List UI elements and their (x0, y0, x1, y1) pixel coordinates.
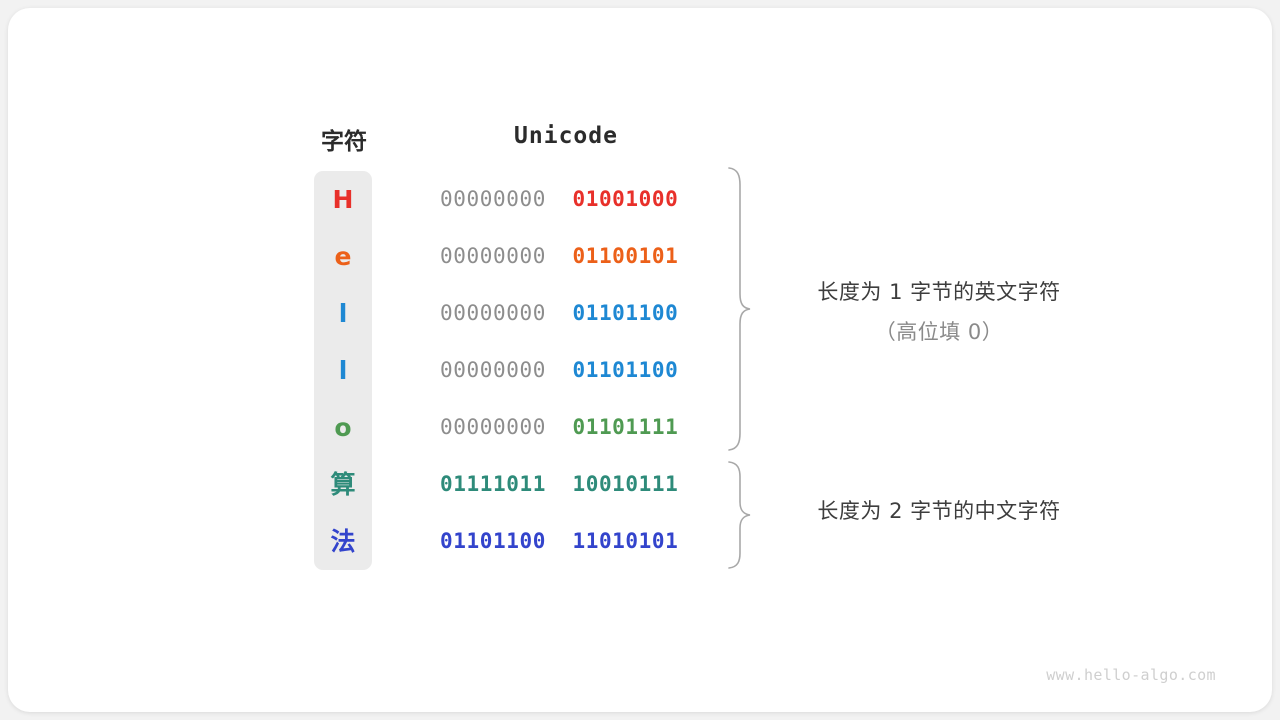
row-high-byte: 00000000 (440, 187, 546, 211)
row-unicode-bits: 00000000 01101100 (440, 342, 694, 399)
annotation-one-byte-line1: 长度为 1 字节的英文字符 (817, 280, 1061, 304)
row-unicode-bits: 01111011 10010111 (440, 456, 694, 513)
row-character: 法 (330, 527, 356, 556)
row-high-byte: 01101100 (440, 529, 546, 553)
row-high-byte: 00000000 (440, 244, 546, 268)
row-character: l (338, 299, 348, 328)
row-unicode-bits: 01101100 11010101 (440, 513, 694, 570)
row-high-byte: 00000000 (440, 301, 546, 325)
annotation-one-byte-line2: （高位填 0） (874, 320, 1004, 344)
row-high-byte: 00000000 (440, 358, 546, 382)
row-low-byte: 01101100 (572, 358, 679, 382)
row-low-byte: 10010111 (572, 472, 679, 496)
annotation-two-byte-line1: 长度为 2 字节的中文字符 (817, 499, 1061, 523)
table-row: o 00000000 01101111 (314, 399, 694, 456)
row-character: l (338, 356, 348, 385)
row-low-byte: 01101111 (572, 415, 679, 439)
row-high-byte: 00000000 (440, 415, 546, 439)
row-low-byte: 01001000 (572, 187, 679, 211)
row-low-byte: 01100101 (572, 244, 679, 268)
row-low-byte: 11010101 (572, 529, 679, 553)
row-character: o (334, 413, 352, 442)
row-unicode-bits: 00000000 01101111 (440, 399, 694, 456)
row-character: H (332, 185, 354, 214)
row-character: e (334, 242, 352, 271)
row-low-byte: 01101100 (572, 301, 679, 325)
annotation-one-byte: 长度为 1 字节的英文字符 （高位填 0） (794, 276, 1084, 346)
column-header-unicode: Unicode (514, 123, 618, 149)
brace-two-byte (726, 460, 752, 570)
column-header-char: 字符 (321, 129, 367, 155)
row-high-byte: 01111011 (440, 472, 546, 496)
table-row: 算 01111011 10010111 (314, 456, 694, 513)
table-row: H 00000000 01001000 (314, 171, 694, 228)
table-row: 法 01101100 11010101 (314, 513, 694, 570)
row-unicode-bits: 00000000 01100101 (440, 228, 694, 285)
row-unicode-bits: 00000000 01001000 (440, 171, 694, 228)
watermark: www.hello-algo.com (1046, 666, 1216, 684)
row-character: 算 (330, 470, 356, 499)
char-column-background (314, 171, 372, 570)
table-row: l 00000000 01101100 (314, 342, 694, 399)
brace-one-byte (726, 166, 752, 452)
annotation-two-byte: 长度为 2 字节的中文字符 (794, 495, 1084, 525)
table-row: e 00000000 01100101 (314, 228, 694, 285)
diagram-card: 字符 Unicode H 00000000 01001000 e 00000000 0… (8, 8, 1272, 712)
table-row: l 00000000 01101100 (314, 285, 694, 342)
row-unicode-bits: 00000000 01101100 (440, 285, 694, 342)
